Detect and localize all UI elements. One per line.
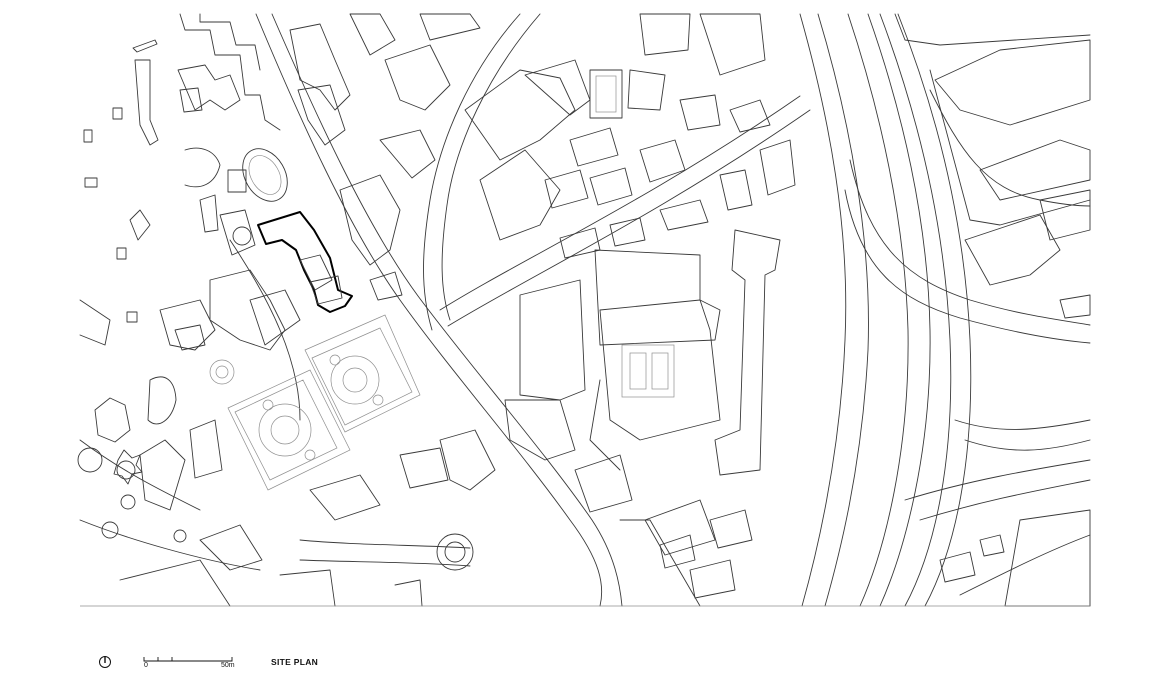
scale-bar-start-label: 0 — [144, 662, 148, 669]
plan-title: SITE PLAN — [271, 657, 318, 667]
building-footprints — [77, 13, 1091, 607]
scale-bar: 0 50m — [143, 657, 235, 669]
road-network — [79, 13, 1091, 607]
north-arrow-icon — [99, 656, 111, 668]
scale-bar-end-label: 50m — [221, 662, 235, 669]
